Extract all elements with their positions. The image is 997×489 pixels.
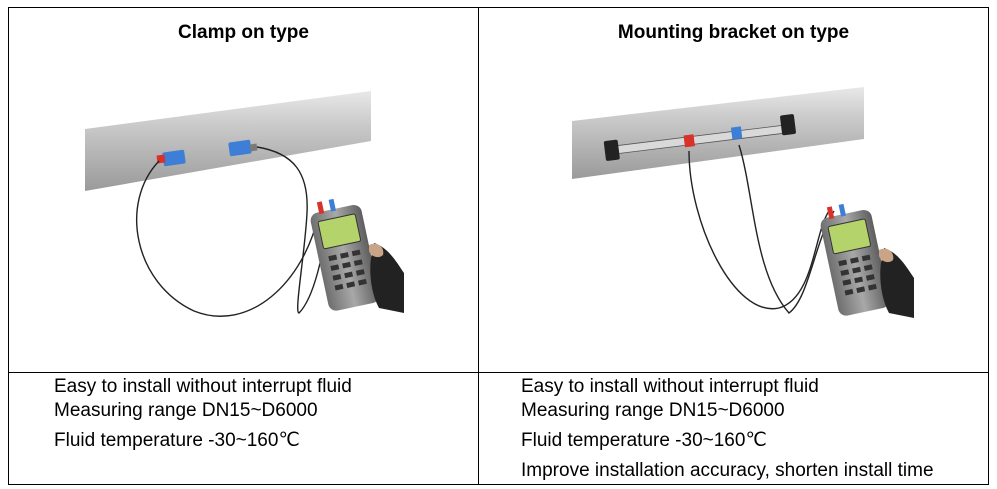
feature-line: Easy to install without interrupt fluid <box>521 376 819 397</box>
sensor-right <box>228 139 258 157</box>
mounting-bracket-illustration <box>572 87 914 318</box>
feature-line: Measuring range DN15~D6000 <box>54 400 318 421</box>
cable-1 <box>136 160 320 317</box>
column-divider <box>478 8 479 484</box>
feature-line: Fluid temperature -30~160℃ <box>521 430 767 451</box>
handheld-meter <box>820 203 890 316</box>
clamp-on-description: Easy to install without interrupt fluid … <box>54 375 352 453</box>
cable-2 <box>738 144 835 314</box>
hand <box>880 248 914 318</box>
clamp-on-illustration <box>85 91 404 317</box>
handheld-meter <box>310 198 380 311</box>
feature-line: Easy to install without interrupt fluid <box>54 376 352 397</box>
feature-line: Improve installation accuracy, shorten i… <box>521 460 934 481</box>
mounting-bracket <box>603 114 796 161</box>
comparison-table: Clamp on type Mounting bracket on type <box>8 7 989 485</box>
mounting-bracket-title: Mounting bracket on type <box>617 22 850 43</box>
cable-1 <box>688 150 830 310</box>
feature-line: Measuring range DN15~D6000 <box>521 400 785 421</box>
cable-2 <box>256 146 330 314</box>
sensor-left <box>156 149 186 167</box>
hand <box>370 243 404 313</box>
clamp-on-title: Clamp on type <box>178 22 309 43</box>
mounting-bracket-description: Easy to install without interrupt fluid … <box>521 375 934 483</box>
feature-line: Fluid temperature -30~160℃ <box>54 430 300 451</box>
row-divider <box>9 372 988 373</box>
pipe <box>85 91 371 191</box>
